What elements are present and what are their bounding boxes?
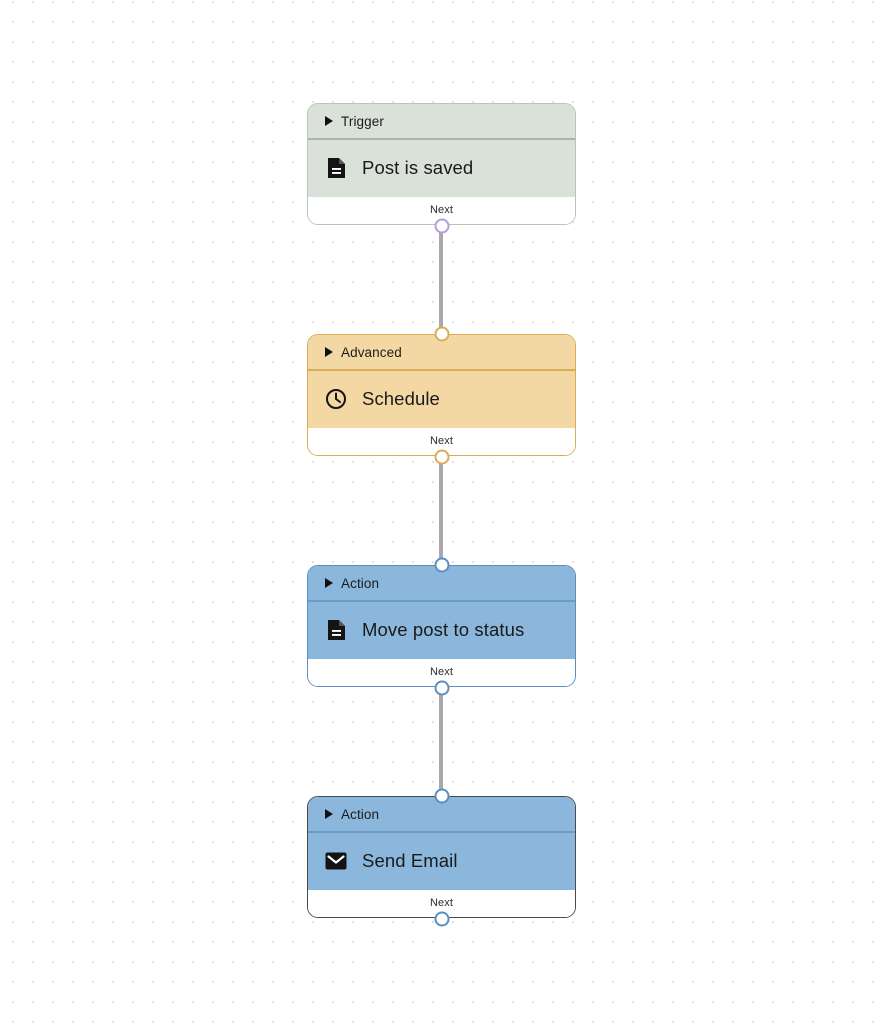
- node-title: Move post to status: [362, 619, 525, 640]
- node-category-label: Advanced: [341, 344, 402, 360]
- node-output-handle[interactable]: [434, 218, 449, 233]
- caret-right-icon[interactable]: [325, 347, 333, 357]
- node-input-handle[interactable]: [434, 557, 449, 573]
- node-output-handle[interactable]: [434, 680, 449, 695]
- next-label: Next: [429, 435, 454, 447]
- node-title: Send Email: [362, 850, 458, 871]
- next-label: Next: [429, 897, 454, 909]
- node-body[interactable]: Move post to status: [308, 601, 575, 659]
- caret-right-icon[interactable]: [325, 116, 333, 126]
- node-category-label: Trigger: [341, 113, 384, 129]
- node-category-label: Action: [341, 575, 380, 591]
- node-divider: [308, 138, 575, 140]
- node-title: Schedule: [362, 388, 440, 409]
- node-output-handle[interactable]: [434, 449, 449, 464]
- caret-right-icon[interactable]: [325, 578, 333, 588]
- node-input-handle[interactable]: [434, 788, 449, 804]
- envelope-icon: [325, 850, 347, 872]
- node-body[interactable]: Send Email: [308, 832, 575, 890]
- document-icon: [325, 157, 347, 179]
- connector-line[interactable]: [439, 455, 443, 565]
- caret-right-icon[interactable]: [325, 809, 333, 819]
- node-category-label: Action: [341, 806, 380, 822]
- clock-icon: [325, 388, 347, 410]
- document-icon: [325, 619, 347, 641]
- next-label: Next: [429, 666, 454, 678]
- node-divider: [308, 831, 575, 833]
- node-divider: [308, 600, 575, 602]
- node-body[interactable]: Schedule: [308, 370, 575, 428]
- connector-line[interactable]: [439, 686, 443, 796]
- connector-line[interactable]: [439, 224, 443, 334]
- node-header[interactable]: Trigger: [308, 104, 575, 138]
- node-body[interactable]: Post is saved: [308, 139, 575, 197]
- node-output-handle[interactable]: [434, 911, 449, 926]
- node-divider: [308, 369, 575, 371]
- node-input-handle[interactable]: [434, 326, 449, 342]
- next-label: Next: [429, 204, 454, 216]
- node-title: Post is saved: [362, 157, 474, 178]
